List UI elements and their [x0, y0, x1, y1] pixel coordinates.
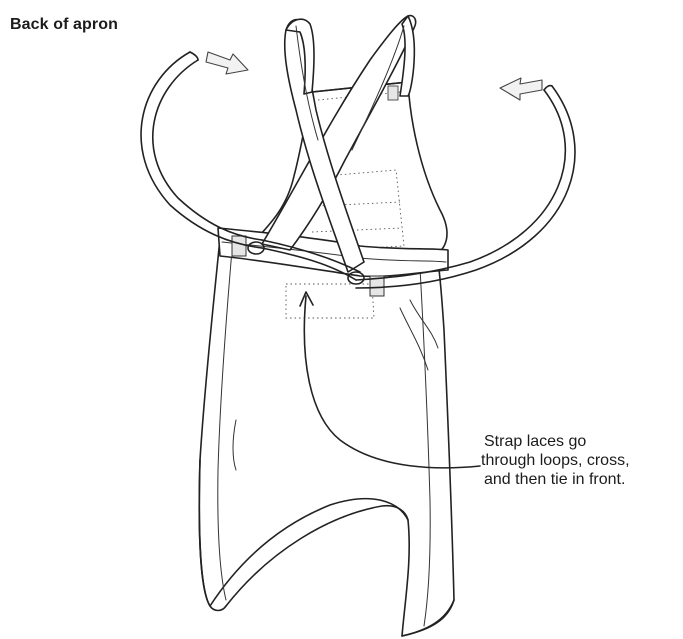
arrow-right-icon — [206, 52, 248, 74]
bib-tab-right — [388, 86, 398, 100]
arrow-left-icon — [500, 78, 542, 100]
apron-skirt — [199, 238, 454, 636]
